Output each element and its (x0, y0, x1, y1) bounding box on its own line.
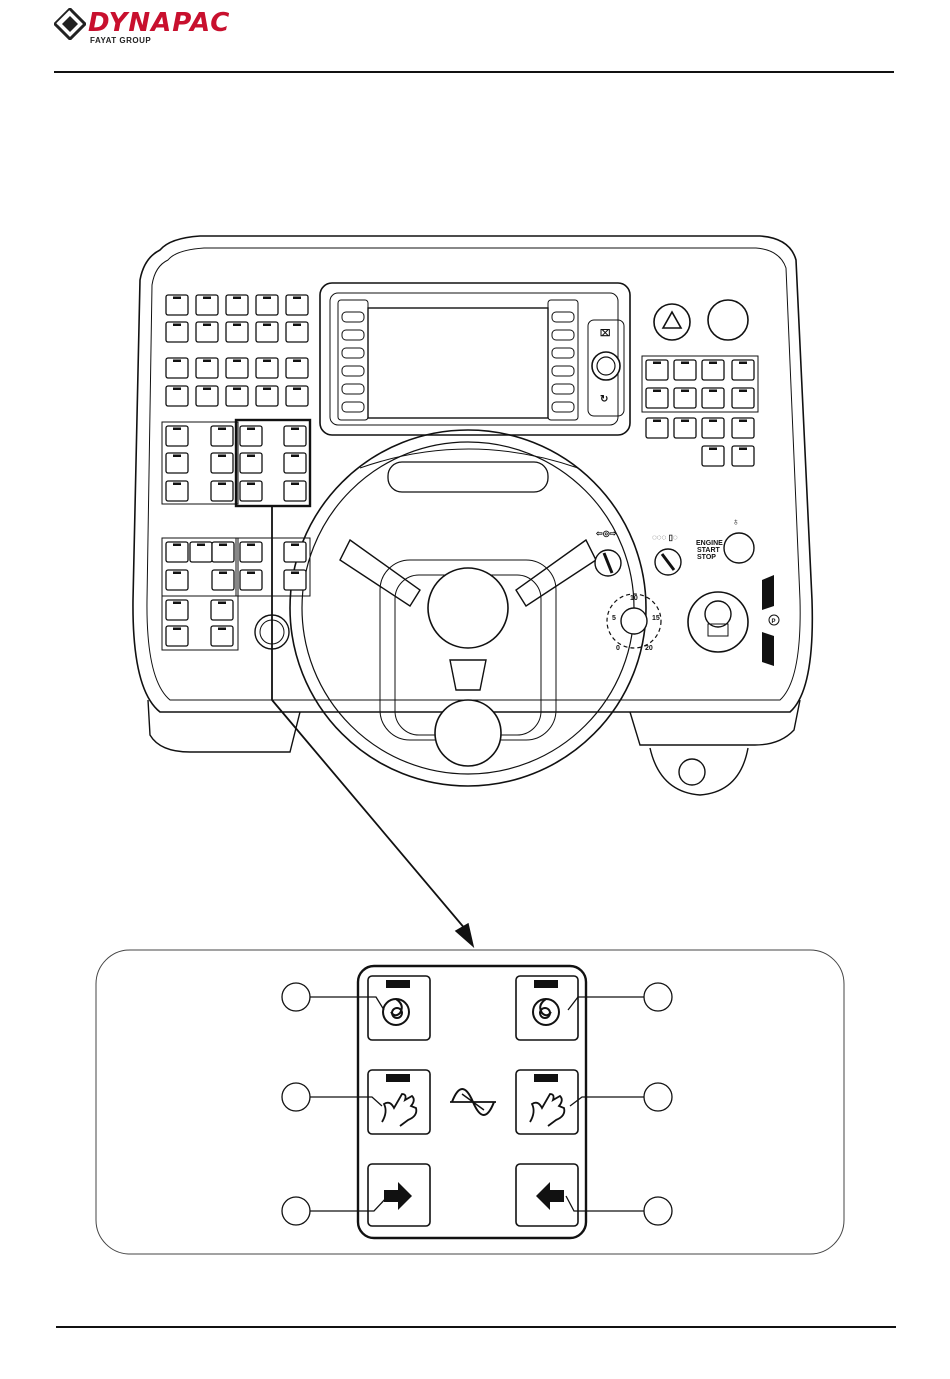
dial-number-0: 0 (616, 645, 620, 652)
ignition-label-stop: STOP (697, 554, 716, 561)
svg-text:↻: ↻ (600, 394, 608, 405)
detail-panel (96, 950, 844, 1254)
display-screen: ⌧ ↻ (320, 283, 630, 435)
dial-number-20: 20 (645, 645, 653, 652)
detail-button-arrow-left[interactable] (516, 1164, 578, 1226)
detail-button-vibration-left[interactable] (368, 976, 430, 1040)
detail-button-vibration-right[interactable] (516, 976, 578, 1040)
parking-symbol: P (772, 619, 776, 625)
ignition-label-start: START (697, 547, 721, 554)
svg-text:⇦◎⇨: ⇦◎⇨ (595, 529, 617, 538)
dial-number-5: 5 (612, 615, 616, 622)
svg-text:♁: ♁ (732, 517, 740, 528)
footer-rule (56, 1326, 896, 1328)
dial-number-15: 15 (652, 615, 660, 622)
dial-number-10: 10 (630, 595, 638, 602)
detail-button-arrow-right[interactable] (368, 1164, 430, 1226)
detail-button-manual-right[interactable] (516, 1070, 578, 1134)
ignition-label-engine: ENGINE (696, 540, 723, 547)
svg-text:⌧: ⌧ (600, 328, 610, 338)
svg-text:◌◌◌ ▯◌: ◌◌◌ ▯◌ (652, 533, 678, 542)
